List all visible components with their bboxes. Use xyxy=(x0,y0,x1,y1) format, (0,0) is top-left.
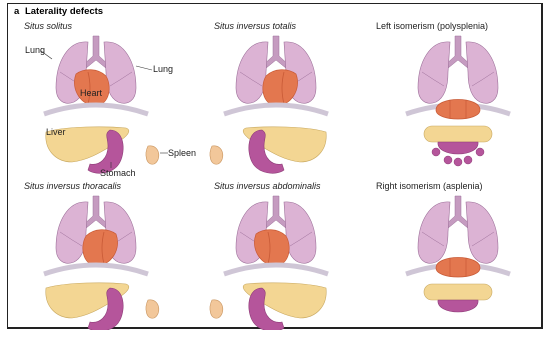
diaphragm xyxy=(44,105,148,114)
figure-heading: a Laterality defects xyxy=(14,6,103,17)
label-stomach: Stomach xyxy=(100,168,136,178)
label-lung-left: Lung xyxy=(25,45,45,55)
panel-title-situs-inversus-abdominalis: Situs inversus abdominalis xyxy=(214,181,321,191)
label-heart: Heart xyxy=(80,88,103,98)
panel-title-right-isomerism: Right isomerism (asplenia) xyxy=(376,181,483,191)
panel-right-isomerism xyxy=(406,196,510,312)
heart xyxy=(263,70,298,106)
panel-situs-inversus-thoracalis xyxy=(44,196,159,330)
panel-left-isomerism xyxy=(406,36,510,166)
figure-heading-letter: a xyxy=(14,6,20,17)
spleen-nodule xyxy=(444,156,452,164)
spleen-nodule xyxy=(476,148,484,156)
panel-title-situs-inversus-thoracalis: Situs inversus thoracalis xyxy=(24,181,122,191)
heart xyxy=(436,258,480,278)
liver xyxy=(424,126,492,142)
spleen xyxy=(210,300,223,318)
panel-situs-inversus-totalis xyxy=(210,36,328,173)
spleen xyxy=(146,300,159,318)
heart xyxy=(254,230,289,266)
panel-title-situs-solitus: Situs solitus xyxy=(24,21,73,31)
label-lung-right: Lung xyxy=(153,64,173,74)
label-liver: Liver xyxy=(46,127,66,137)
panel-title-situs-inversus-totalis: Situs inversus totalis xyxy=(214,21,297,31)
heart xyxy=(83,230,118,266)
stomach xyxy=(438,300,478,312)
diaphragm xyxy=(44,265,148,274)
leader-lung-left xyxy=(41,51,52,59)
liver xyxy=(424,284,492,300)
spleen xyxy=(146,146,159,164)
diaphragm xyxy=(224,105,328,114)
panel-situs-inversus-abdominalis xyxy=(210,196,328,330)
label-spleen: Spleen xyxy=(168,148,196,158)
figure-heading-text: Laterality defects xyxy=(25,6,103,17)
laterality-defects-diagram: a Laterality defects Situs solitus Situs… xyxy=(8,4,544,330)
spleen-nodule xyxy=(464,156,472,164)
stomach xyxy=(438,142,478,154)
spleen-nodule xyxy=(454,158,462,166)
heart xyxy=(436,100,480,120)
panel-title-left-isomerism: Left isomerism (polysplenia) xyxy=(376,21,488,31)
panel-situs-solitus xyxy=(44,36,159,173)
figure-frame: a Laterality defects Situs solitus Situs… xyxy=(7,3,543,329)
leader-lung-right xyxy=(136,66,152,70)
spleen-nodule xyxy=(432,148,440,156)
diaphragm xyxy=(224,265,328,274)
spleen xyxy=(210,146,223,164)
